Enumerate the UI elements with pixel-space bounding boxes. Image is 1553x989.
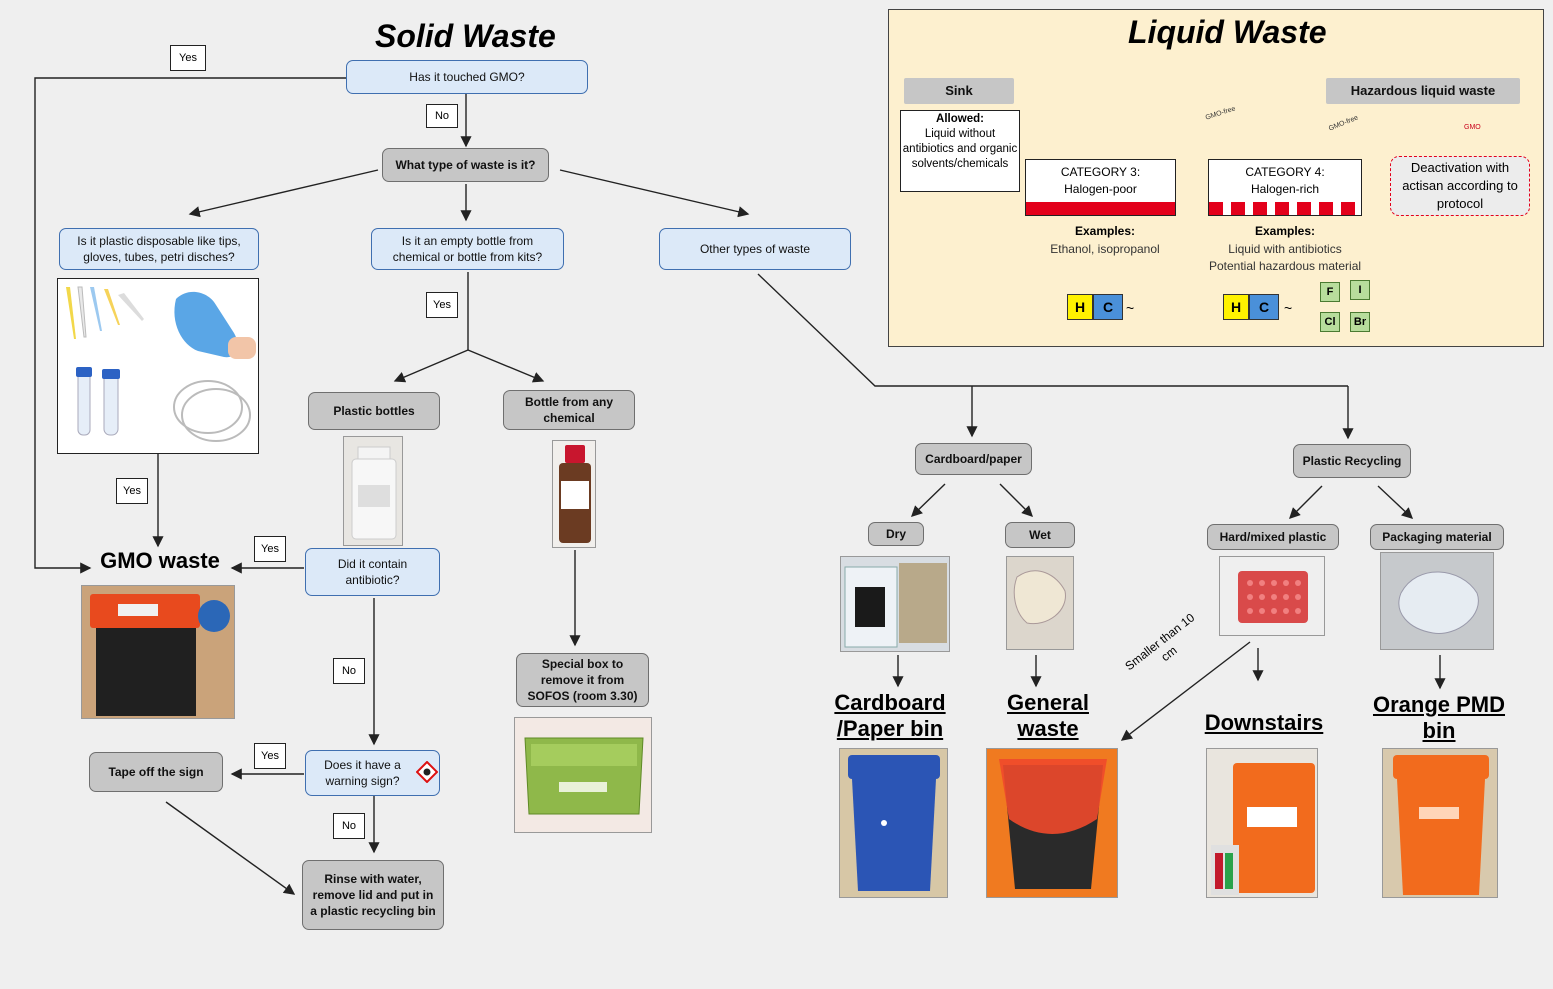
allowed-box: Allowed: Liquid without antibiotics and … — [900, 110, 1020, 192]
warning-sign-question: Does it have a warning sign? — [305, 750, 440, 796]
yes-label-gmo: Yes — [170, 45, 206, 71]
solid-waste-title: Solid Waste — [375, 18, 556, 54]
rinse-node: Rinse with water, remove lid and put in … — [302, 860, 444, 930]
chlorine-symbol: Cl — [1320, 312, 1340, 332]
no-label-warning: No — [333, 813, 365, 839]
cat3-examples-label: Examples: — [1074, 224, 1136, 238]
plastic-disposable-question: Is it plastic disposable like tips, glov… — [59, 228, 259, 270]
empty-bottle-question: Is it an empty bottle from chemical or b… — [371, 228, 564, 270]
wet-node: Wet — [1005, 522, 1075, 548]
cardboard-paper-node: Cardboard/paper — [915, 443, 1032, 475]
waste-type-question: What type of waste is it? — [382, 148, 549, 182]
allowed-heading: Allowed: — [936, 113, 984, 125]
cat4-examples-label: Examples: — [1254, 224, 1316, 238]
hard-mixed-plastic-node: Hard/mixed plastic — [1207, 524, 1339, 550]
yes-label-antibiotic: Yes — [254, 536, 286, 562]
downstairs-bin-image — [1206, 748, 1318, 898]
carbon-symbol: C — [1093, 294, 1123, 320]
gmo-question: Has it touched GMO? — [346, 60, 588, 94]
plastic-bottle-image — [343, 436, 403, 546]
category-4-stripe — [1209, 202, 1361, 215]
hazardous-liquid-node: Hazardous liquid waste — [1326, 78, 1520, 104]
general-waste-title: General waste — [1007, 690, 1089, 742]
yes-label-plastic: Yes — [116, 478, 148, 504]
gmo-label: GMO — [1464, 124, 1481, 131]
orange-pmd-bin-image — [1382, 748, 1498, 898]
pipette-tips-icon — [66, 286, 144, 339]
antibiotic-question: Did it contain antibiotic? — [305, 548, 440, 596]
downstairs-title: Downstairs — [1204, 710, 1324, 735]
deactivation-node: Deactivation with actisan according to p… — [1390, 156, 1530, 216]
plastic-recycling-node: Plastic Recycling — [1293, 444, 1411, 478]
fluorine-symbol: F — [1320, 282, 1340, 302]
plastic-bottles-node: Plastic bottles — [308, 392, 440, 430]
glove-icon — [174, 291, 256, 359]
bromine-symbol: Br — [1350, 312, 1370, 332]
chemical-bottle-image — [552, 440, 596, 548]
blue-bin-image — [839, 748, 948, 898]
chain-tilde: ~ — [1126, 300, 1135, 316]
cat4-examples-1: Liquid with antibiotics — [1228, 242, 1342, 256]
hazard-diamond-icon — [415, 760, 439, 784]
cat3-examples: Ethanol, isopropanol — [1050, 242, 1160, 256]
dry-cardboard-image — [840, 556, 950, 652]
category-4-label: CATEGORY 4: Halogen-rich — [1245, 165, 1325, 196]
category-4-box: CATEGORY 4: Halogen-rich — [1208, 159, 1362, 216]
packaging-material-image — [1380, 552, 1494, 650]
tape-off-sign-node: Tape off the sign — [89, 752, 223, 792]
category-3-label: CATEGORY 3: Halogen-poor — [1060, 165, 1141, 196]
lab-disposables-image — [57, 278, 259, 454]
yes-label-warning: Yes — [254, 743, 286, 769]
iodine-symbol: I — [1350, 280, 1370, 300]
chain-tilde-cat4: ~ — [1284, 300, 1293, 316]
liquid-waste-title: Liquid Waste — [1128, 14, 1327, 50]
orange-pmd-bin-title: Orange PMD bin — [1372, 692, 1506, 744]
yes-label-bottle: Yes — [426, 292, 458, 318]
falcon-tubes-icon — [76, 367, 120, 436]
packaging-material-node: Packaging material — [1370, 524, 1504, 550]
dry-node: Dry — [868, 522, 924, 546]
allowed-description: Liquid without antibiotics and organic s… — [902, 127, 1018, 170]
other-types-node: Other types of waste — [659, 228, 851, 270]
hydrogen-symbol-cat4: H — [1223, 294, 1249, 320]
gmo-waste-title: GMO waste — [100, 548, 220, 573]
cat4-examples-2: Potential hazardous material — [1208, 259, 1362, 273]
hard-plastic-image — [1219, 556, 1325, 636]
hydrogen-symbol: H — [1067, 294, 1093, 320]
no-label-gmo: No — [426, 104, 458, 128]
chemical-bottle-node: Bottle from any chemical — [503, 390, 635, 430]
general-waste-bin-image — [986, 748, 1118, 898]
petri-dish-icon — [173, 380, 251, 442]
category-3-stripe — [1026, 202, 1175, 215]
green-box-image — [514, 717, 652, 833]
special-box-node: Special box to remove it from SOFOS (roo… — [516, 653, 649, 707]
cardboard-bin-title: Cardboard /Paper bin — [834, 690, 946, 742]
no-label-antibiotic: No — [333, 658, 365, 684]
category-3-box: CATEGORY 3: Halogen-poor — [1025, 159, 1176, 216]
wet-paper-image — [1006, 556, 1074, 650]
sink-node: Sink — [904, 78, 1014, 104]
gmo-bin-image — [81, 585, 235, 719]
carbon-symbol-cat4: C — [1249, 294, 1279, 320]
